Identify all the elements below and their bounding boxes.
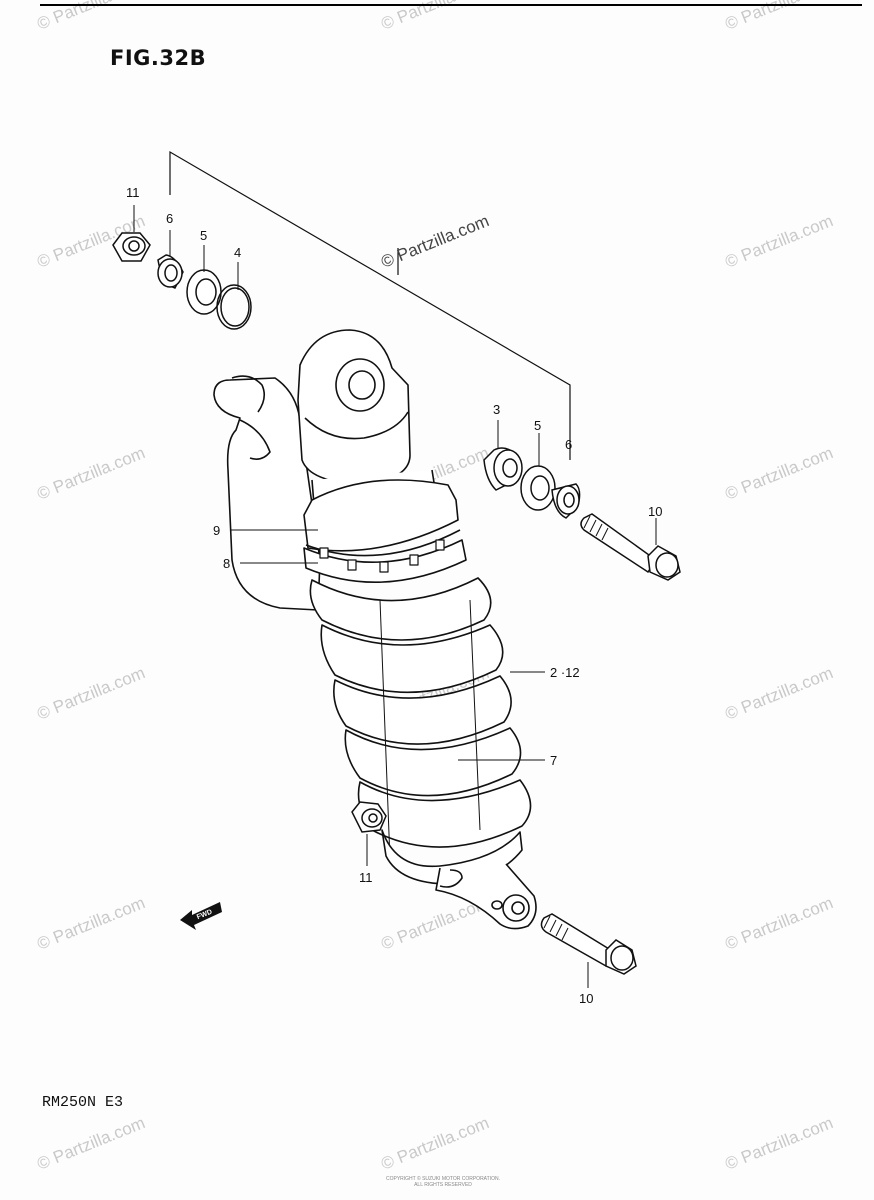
- leader-lines: [230, 529, 545, 761]
- callout-9: 9: [213, 523, 220, 538]
- copyright-footer: COPYRIGHT © SUZUKI MOTOR CORPORATION. AL…: [386, 1176, 500, 1188]
- bolt-right: [580, 513, 681, 581]
- callout-8: 8: [223, 556, 230, 571]
- watermark: © Partzilla.com: [722, 443, 835, 504]
- watermark: © Partzilla.com: [34, 893, 147, 954]
- watermark: © Partzilla.com: [722, 1113, 835, 1174]
- callout-10-bottom: 10: [579, 991, 593, 1006]
- shock-absorber: [213, 329, 537, 930]
- callout-7: 7: [550, 753, 557, 768]
- collar-right: [551, 483, 581, 519]
- callout-5-right: 5: [534, 418, 541, 433]
- callout-10-right: 10: [648, 504, 662, 519]
- nut-bottom: [351, 801, 387, 866]
- callout-2-12: 2 ·12: [550, 665, 580, 680]
- callout-5-top: 5: [200, 228, 207, 243]
- callout-11-bottom: 11: [359, 870, 373, 885]
- callout-4: 4: [234, 245, 241, 260]
- bearing-right: [483, 420, 523, 491]
- callout-6-top: 6: [166, 211, 173, 226]
- nut-top-left: [112, 205, 151, 262]
- assembly-bracket: [169, 150, 571, 460]
- bolt-bottom: [540, 913, 637, 988]
- figure-title: FIG.32B: [110, 46, 207, 70]
- watermark: © Partzilla.com: [722, 663, 835, 724]
- watermark: © Partzilla.com: [722, 211, 835, 272]
- watermark-main: © Partzilla.com: [378, 211, 491, 272]
- circlip-top-left: [216, 262, 252, 330]
- watermark: © Partzilla.com: [34, 1113, 147, 1174]
- watermark: © Partzilla.com: [722, 893, 835, 954]
- washer-right: [520, 433, 556, 511]
- fwd-arrow-icon: FWD: [180, 902, 222, 930]
- watermark: © Partzilla.com: [34, 663, 147, 724]
- callout-6-right: 6: [565, 437, 572, 452]
- watermark-layer: © Partzilla.com © Partzilla.com © Partzill…: [34, 0, 835, 1174]
- callout-3: 3: [493, 402, 500, 417]
- castellation: [319, 539, 445, 573]
- watermark: © Partzilla.com: [378, 1113, 491, 1174]
- watermark: © Partzilla.com: [34, 443, 147, 504]
- model-code: RM250N E3: [42, 1094, 124, 1111]
- collar-top-left: [157, 230, 184, 289]
- callout-11-top: 11: [126, 185, 140, 200]
- washer-top-left: [186, 245, 222, 315]
